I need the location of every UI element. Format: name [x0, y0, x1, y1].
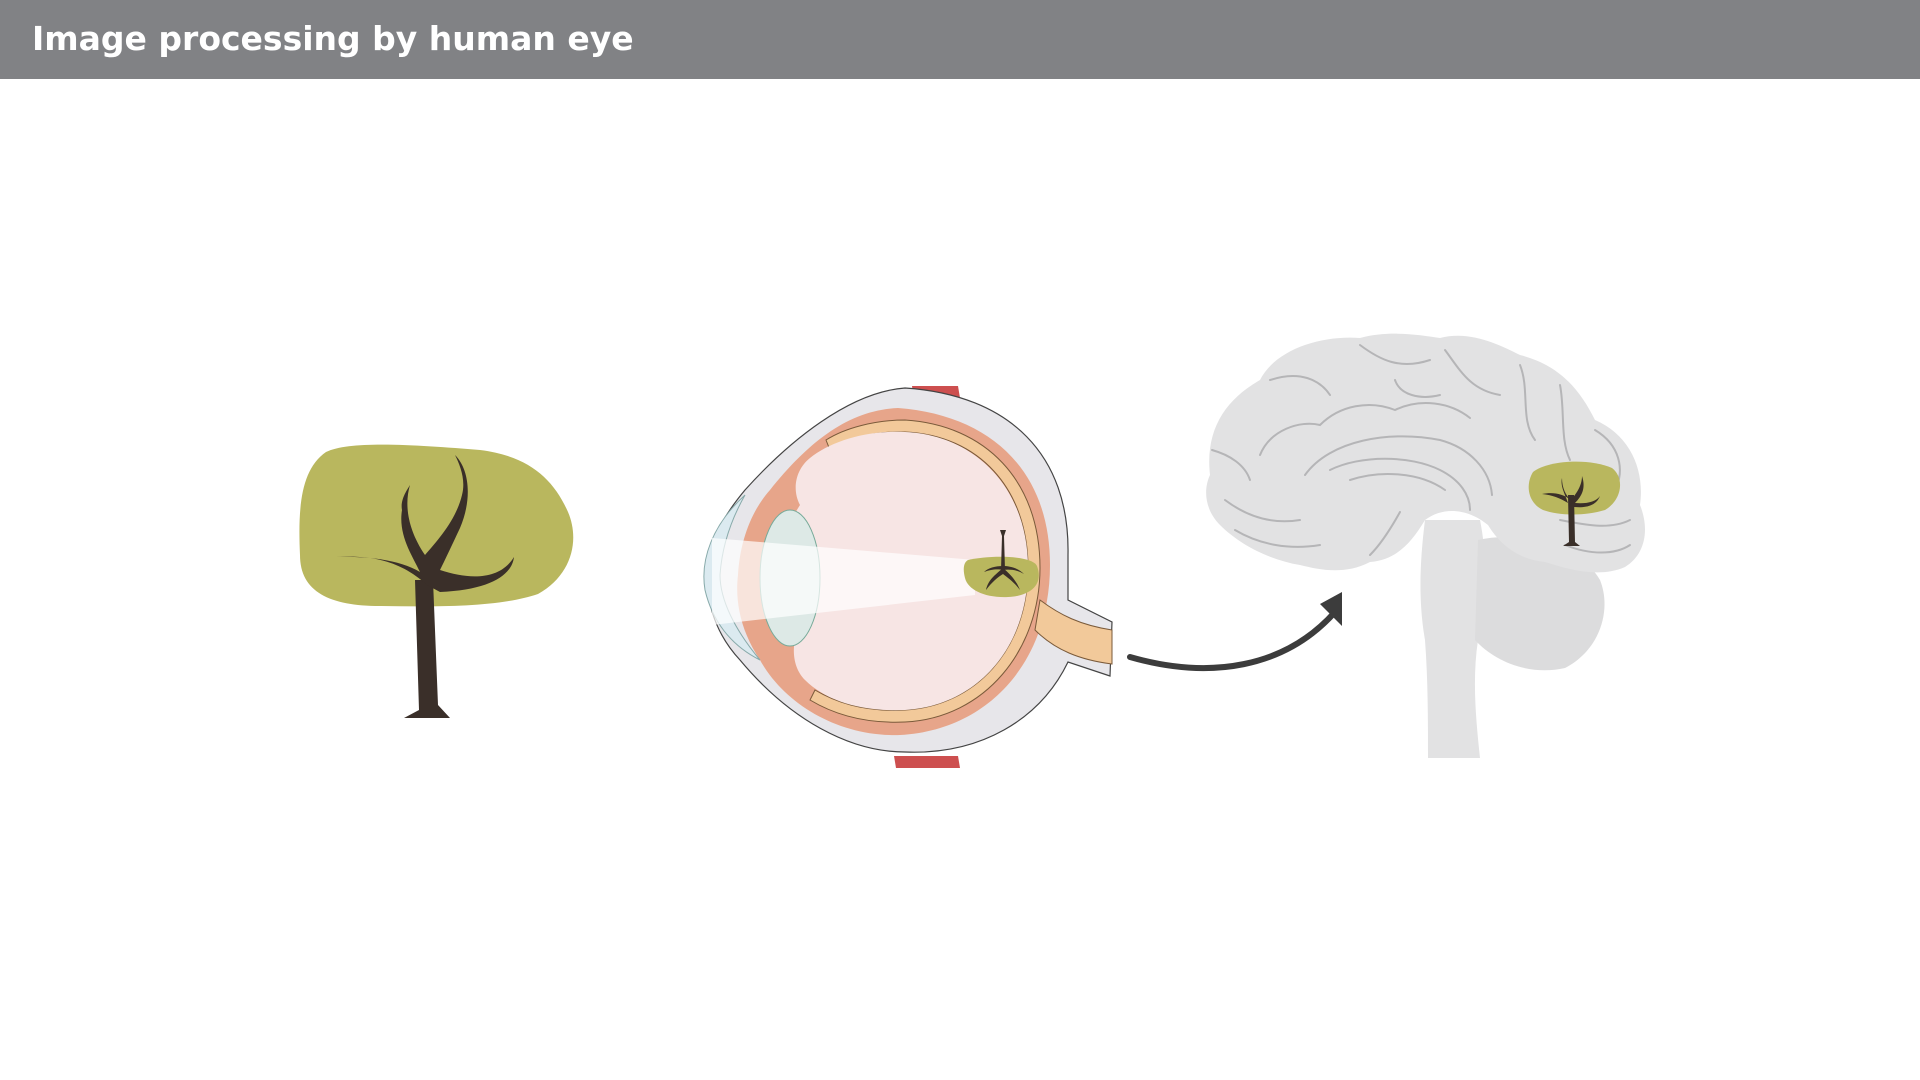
tree-illustration	[299, 444, 574, 718]
signal-arrow	[1127, 592, 1342, 672]
eye-muscle-bottom	[894, 756, 960, 768]
header-bar: Image processing by human eye	[0, 0, 1920, 79]
brain-illustration	[1206, 333, 1645, 758]
cerebrum	[1206, 333, 1645, 573]
tree-canopy	[299, 444, 574, 607]
light-beam	[712, 538, 975, 625]
arrow-head	[1320, 592, 1342, 626]
optic-nerve	[1034, 599, 1113, 665]
brain-gyri-lines	[1211, 344, 1631, 556]
brainstem	[1420, 520, 1486, 758]
cerebellum	[1475, 536, 1605, 671]
arrow-curve	[1127, 609, 1338, 672]
eye-cross-section-illustration	[703, 386, 1113, 768]
tree-branches	[336, 455, 514, 592]
retina-inverted-tree-image	[963, 530, 1039, 598]
page-title: Image processing by human eye	[32, 19, 634, 58]
brain-tree-image	[1528, 461, 1621, 546]
tree-trunk	[404, 580, 450, 718]
